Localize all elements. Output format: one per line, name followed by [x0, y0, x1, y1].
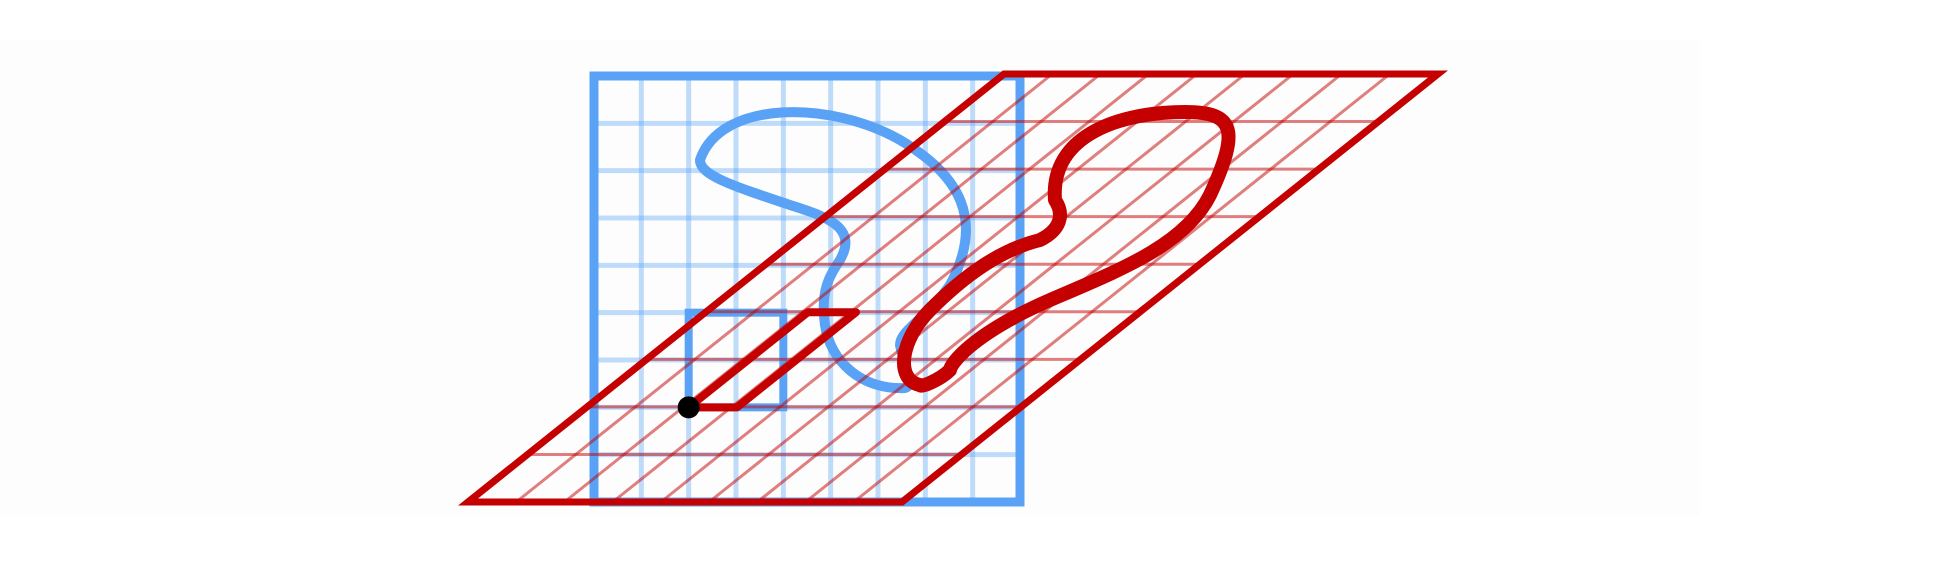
sheared-grid-slant-line [852, 72, 1391, 504]
sheared-grid-slant-line [756, 72, 1295, 504]
sheared-curve [897, 105, 1236, 393]
sheared-grid-slant-line [708, 72, 1247, 504]
sheared-grid-border [458, 70, 1448, 506]
page-panel [0, 40, 1700, 515]
sheared-grid-slant-line [611, 72, 1150, 504]
sheared-grid-slant-line [515, 72, 1054, 504]
sheared-grid [458, 70, 1448, 506]
sheared-unit-parallelogram [684, 308, 860, 412]
origin-point [677, 396, 700, 419]
sheared-grid-slant-line [659, 72, 1198, 504]
sheared-grid-slant-line [563, 72, 1102, 504]
